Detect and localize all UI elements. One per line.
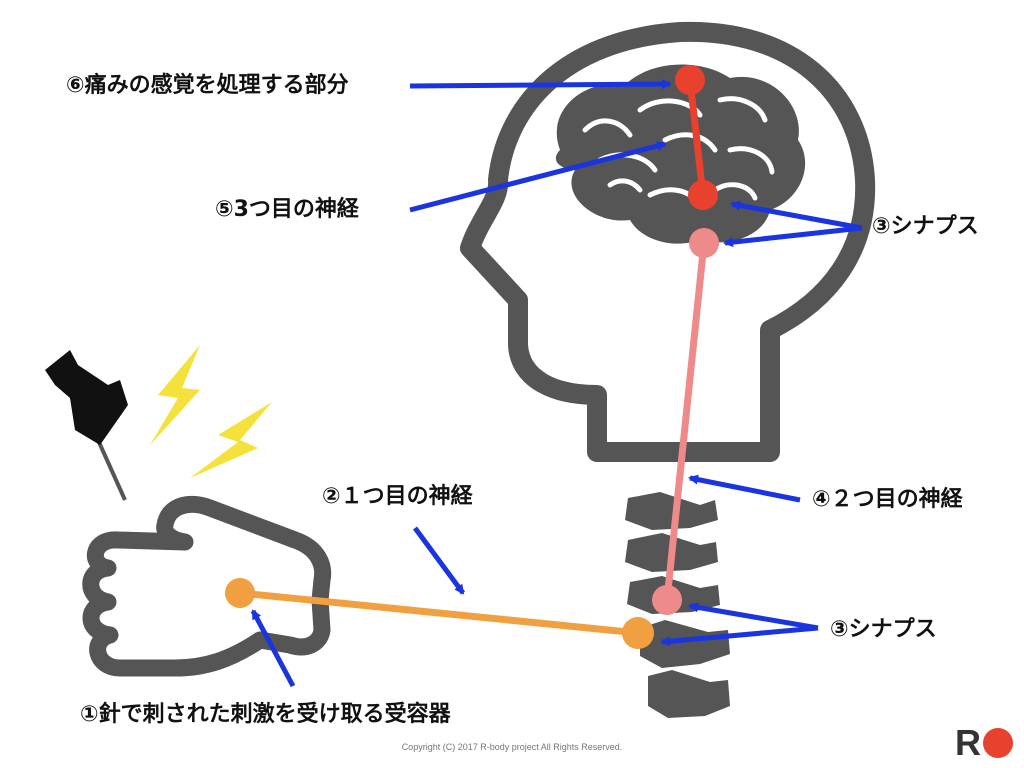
receptor-dot [225, 578, 255, 608]
brand-logo: R [955, 723, 1013, 763]
arrow-synapse-bottom-2 [660, 625, 819, 647]
arrow-nerve3 [409, 141, 667, 213]
pointer-arrows [250, 79, 863, 688]
synapse-spine-pink-dot [652, 585, 682, 615]
copyright-text: Copyright (C) 2017 R-body project All Ri… [401, 742, 623, 752]
pushpin-icon [45, 350, 128, 501]
arrow-synapse-top-2 [723, 225, 863, 248]
logo-dot-icon [983, 728, 1013, 758]
label-pain-area: ⑥痛みの感覚を処理する部分 [66, 73, 349, 98]
lightning-icon [150, 345, 272, 478]
label-nerve-2: ④２つ目の神経 [812, 487, 963, 512]
label-receptor: ①針で刺された刺激を受け取る受容器 [80, 702, 451, 727]
nerve-1-line [236, 589, 642, 637]
nerve-3-line [686, 76, 707, 199]
synapse-brain-red-dot [688, 180, 718, 210]
label-nerve-3: ⑤3つ目の神経 [215, 197, 359, 222]
synapse-spine-orange-dot [622, 617, 654, 649]
arrow-receptor [250, 609, 296, 688]
label-nerve-1: ②１つ目の神経 [322, 484, 473, 509]
synapse-brain-pink-dot [689, 228, 719, 258]
arrow-pain-area [409, 79, 672, 90]
nerve-2-line [663, 239, 708, 604]
arrow-nerve1 [412, 526, 466, 595]
label-synapse-bottom: ③シナプス [830, 617, 937, 642]
arrow-synapse-top-1 [730, 200, 863, 231]
arrow-synapse-bottom-1 [688, 602, 819, 631]
hand-icon [82, 495, 332, 677]
label-synapse-top: ③シナプス [872, 214, 979, 239]
arrow-nerve2 [688, 474, 801, 503]
pain-area-dot [675, 65, 705, 95]
logo-letter: R [955, 722, 981, 763]
